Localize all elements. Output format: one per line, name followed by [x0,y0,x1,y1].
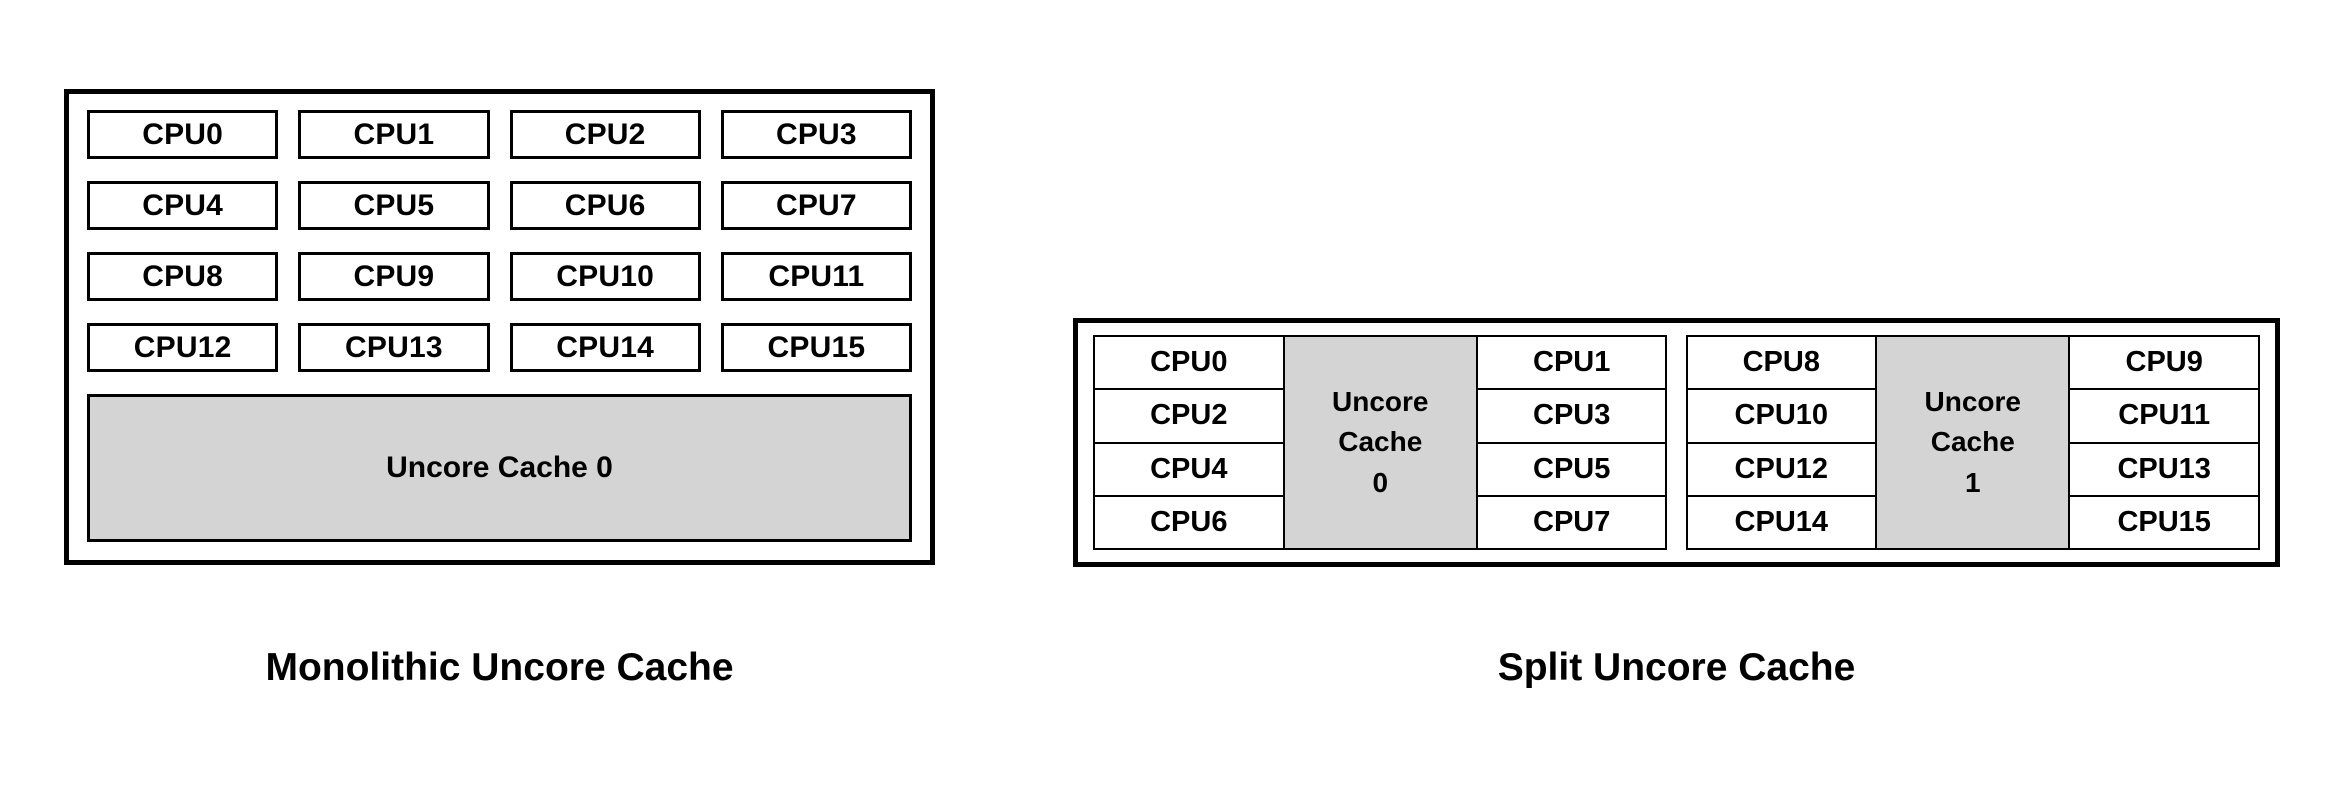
cpu-box: CPU4 [1093,441,1285,497]
uncore-cache-label-line3: 0 [1372,466,1389,498]
monolithic-figure-caption: Monolithic Uncore Cache [265,646,734,689]
monolithic-package-outline: CPU0 CPU1 CPU2 CPU3 CPU4 CPU5 CPU6 CPU7 … [64,89,935,565]
monolithic-cpu-grid: CPU0 CPU1 CPU2 CPU3 CPU4 CPU5 CPU6 CPU7 … [87,110,912,372]
uncore-cache-label-line2: Cache [1338,426,1423,458]
cpu-box: CPU5 [298,181,490,230]
cpu-box: CPU1 [1475,335,1668,391]
cpu-box: CPU7 [720,181,912,230]
cpu-box: CPU3 [1475,388,1668,444]
cpu-box: CPU15 [2068,494,2260,550]
cpu-box: CPU11 [720,252,912,301]
uncore-cache-box: Uncore Cache 1 [1875,335,2071,550]
uncore-cache-label-line1: Uncore [1332,385,1429,417]
cpu-box: CPU15 [720,323,912,372]
cpu-box: CPU0 [1093,335,1285,391]
monolithic-uncore-cache-figure: CPU0 CPU1 CPU2 CPU3 CPU4 CPU5 CPU6 CPU7 … [64,89,935,565]
uncore-cache-label-line2: Cache [1930,426,2015,458]
split-package-outline: CPU0 CPU2 CPU4 CPU6 Uncore Cache 0 CPU1 … [1073,318,2280,567]
cpu-box: CPU13 [298,323,490,372]
cpu-box: CPU10 [1685,388,1878,444]
cpu-box: CPU7 [1475,494,1668,550]
cpu-box: CPU1 [298,110,490,159]
cpu-box: CPU9 [2068,335,2260,391]
cpu-box: CPU5 [1475,441,1668,497]
uncore-cache-box: Uncore Cache 0 [1282,335,1478,550]
cpu-box: CPU11 [2068,388,2260,444]
cpu-box: CPU12 [87,323,279,372]
cpu-box: CPU9 [298,252,490,301]
cpu-box: CPU8 [87,252,279,301]
cpu-box: CPU8 [1685,335,1878,391]
cpu-box: CPU2 [509,110,701,159]
cpu-box: CPU13 [2068,441,2260,497]
cpu-box: CPU0 [87,110,279,159]
uncore-cache-label-line3: 1 [1964,466,1981,498]
split-cluster: CPU8 CPU10 CPU12 CPU14 Uncore Cache 1 CP… [1685,335,2260,550]
cpu-box: CPU3 [720,110,912,159]
split-figure-caption: Split Uncore Cache [1497,646,1856,689]
cpu-box: CPU10 [509,252,701,301]
cpu-box: CPU6 [509,181,701,230]
cpu-box: CPU6 [1093,494,1285,550]
cpu-box: CPU4 [87,181,279,230]
cpu-box: CPU14 [1685,494,1878,550]
uncore-cache-label-line1: Uncore [1924,385,2021,417]
cpu-box: CPU12 [1685,441,1878,497]
cpu-box: CPU2 [1093,388,1285,444]
split-cluster: CPU0 CPU2 CPU4 CPU6 Uncore Cache 0 CPU1 … [1093,335,1668,550]
split-uncore-cache-figure: CPU0 CPU2 CPU4 CPU6 Uncore Cache 0 CPU1 … [1073,318,2280,567]
uncore-cache-box: Uncore Cache 0 [87,394,912,542]
cpu-box: CPU14 [509,323,701,372]
